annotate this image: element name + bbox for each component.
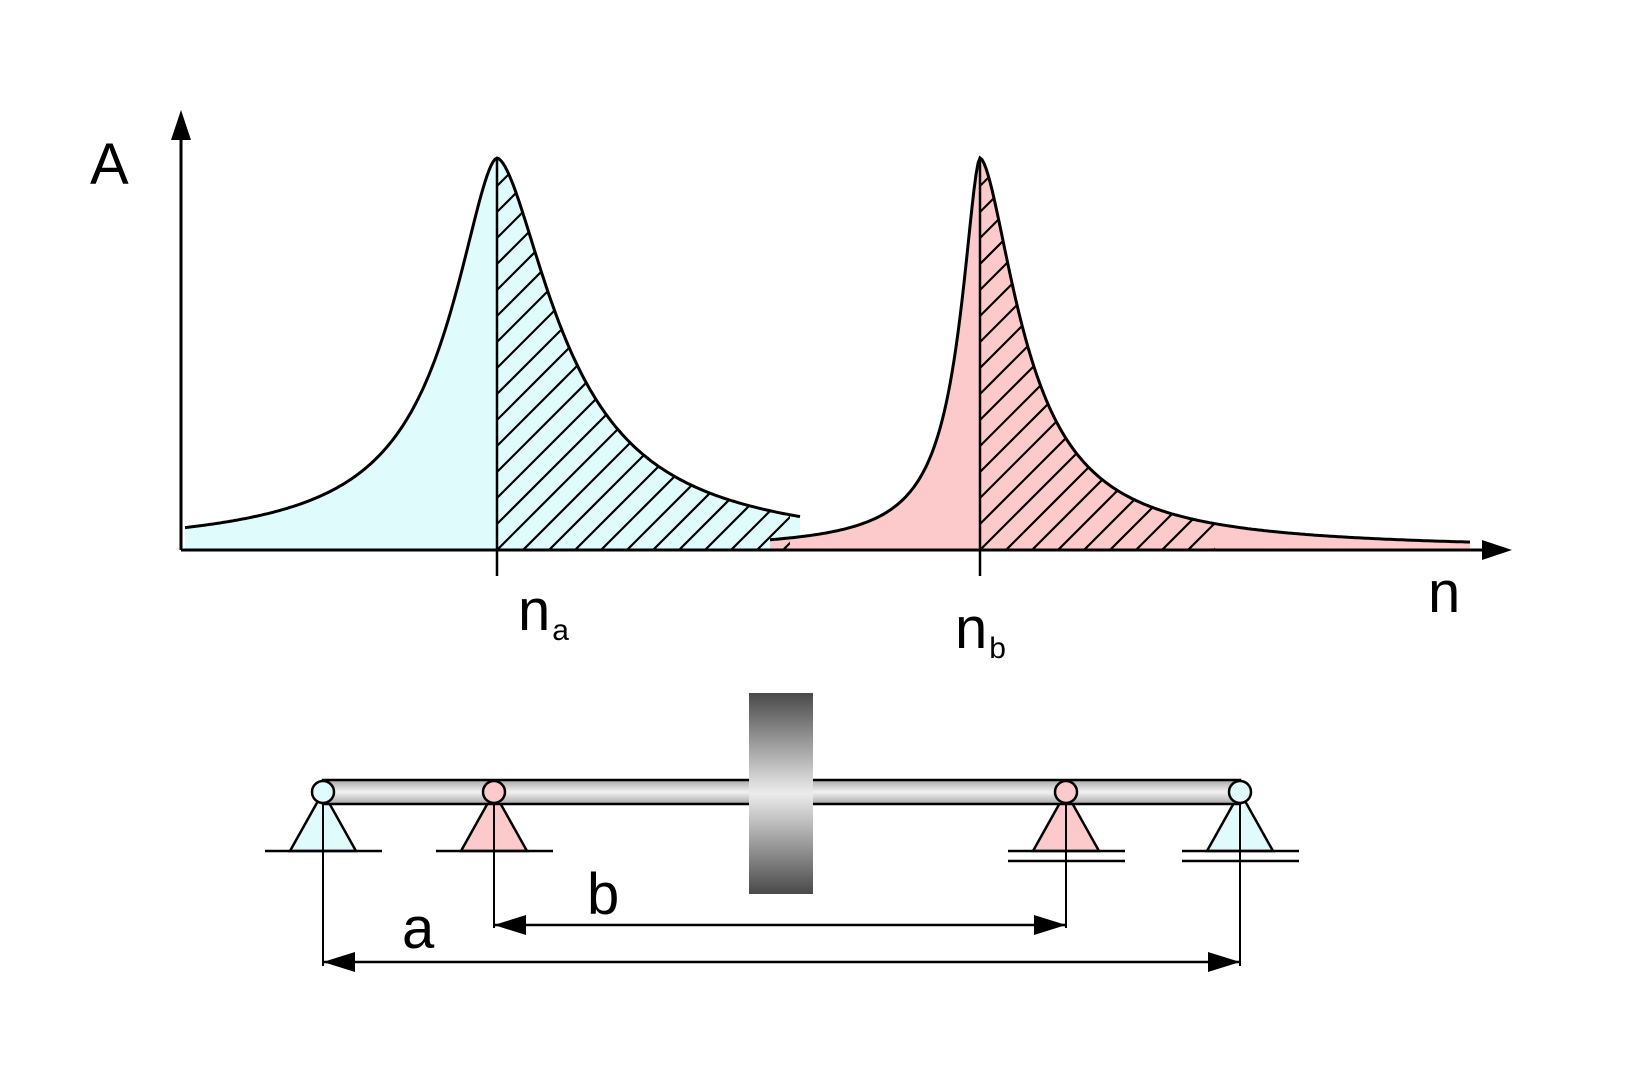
hatch-line (1031, 158, 1215, 550)
hatch-line (1213, 158, 1215, 550)
hatch-line (980, 158, 1215, 550)
hatch-line (1396, 130, 1639, 550)
dimension-label-a: a (402, 896, 435, 961)
pivot-left-inner (481, 779, 507, 805)
hatch-line (600, 158, 790, 550)
hatch-line (1407, 130, 1639, 550)
hatch-line (1083, 158, 1215, 550)
hatch-line (1277, 130, 1639, 550)
pivot-right-outer (1227, 779, 1253, 805)
hatch-line (1147, 130, 1567, 550)
shaft-assembly: b a (265, 693, 1299, 972)
hatch-line (1422, 130, 1639, 550)
hatch-line (1121, 130, 1541, 550)
tick-label-nb: nb (955, 596, 1006, 665)
hatch-line (1630, 130, 1639, 550)
hatch-line (1500, 130, 1639, 550)
hatch-line (1381, 130, 1639, 550)
hatch-line (1161, 158, 1215, 550)
hatch-line (1604, 130, 1639, 550)
hatch-line (1459, 130, 1639, 550)
peak-b-area (770, 158, 1470, 550)
peak-a-curve (184, 156, 801, 530)
hatch-line (1225, 130, 1639, 550)
pivot-left-outer (310, 779, 336, 805)
hatch-line (1057, 158, 1215, 550)
y-axis-arrow (171, 110, 191, 140)
hatch-line (1578, 130, 1639, 550)
hatch-line (1433, 130, 1639, 550)
hatch-line (1370, 130, 1639, 550)
dimension-a-arrow-left (323, 952, 355, 972)
dimension-b-arrow-right (1034, 915, 1066, 935)
hatch-line (1240, 130, 1639, 550)
rotor-disk (749, 693, 813, 894)
hatch-line (1005, 158, 1215, 550)
hatch-line (1474, 130, 1639, 550)
axes: A n na nb (90, 110, 1512, 665)
dimension-label-b: b (587, 862, 619, 927)
pivot-right-inner (1053, 779, 1079, 805)
y-axis-label: A (90, 132, 129, 197)
hatch-line (1187, 158, 1215, 550)
hatch-line (1095, 130, 1515, 550)
hatch-line (1135, 158, 1215, 550)
x-axis-label: n (1428, 560, 1460, 625)
dimension-b-arrow-left (494, 915, 526, 935)
hatch-line (1355, 130, 1639, 550)
hatch-line (1448, 130, 1639, 550)
hatch-line (548, 158, 790, 550)
hatch-line (1069, 130, 1489, 550)
hatch-line (1173, 130, 1593, 550)
hatch-line (1318, 130, 1639, 550)
hatch-line (1329, 130, 1639, 550)
x-axis-arrow (1482, 540, 1512, 560)
hatch-line (1344, 130, 1639, 550)
peak-a-area (185, 158, 800, 550)
peak-b-curve (769, 155, 1471, 544)
resonance-curves (184, 130, 1639, 576)
tick-label-na: na (518, 578, 569, 647)
peak-a-hatch (497, 130, 1639, 550)
hatch-line (1199, 130, 1619, 550)
hatch-line (1526, 130, 1639, 550)
hatch-line (1552, 130, 1639, 550)
hatch-line (1251, 130, 1639, 550)
hatch-line (1485, 130, 1639, 550)
hatch-line (1511, 130, 1639, 550)
hatch-line (1303, 130, 1639, 550)
hatch-line (522, 158, 790, 550)
dimension-a-arrow-right (1208, 952, 1240, 972)
hatch-line (1109, 158, 1215, 550)
hatch-line (1266, 130, 1639, 550)
hatch-line (497, 158, 580, 550)
hatch-line (980, 158, 1063, 550)
hatch-line (1292, 130, 1639, 550)
